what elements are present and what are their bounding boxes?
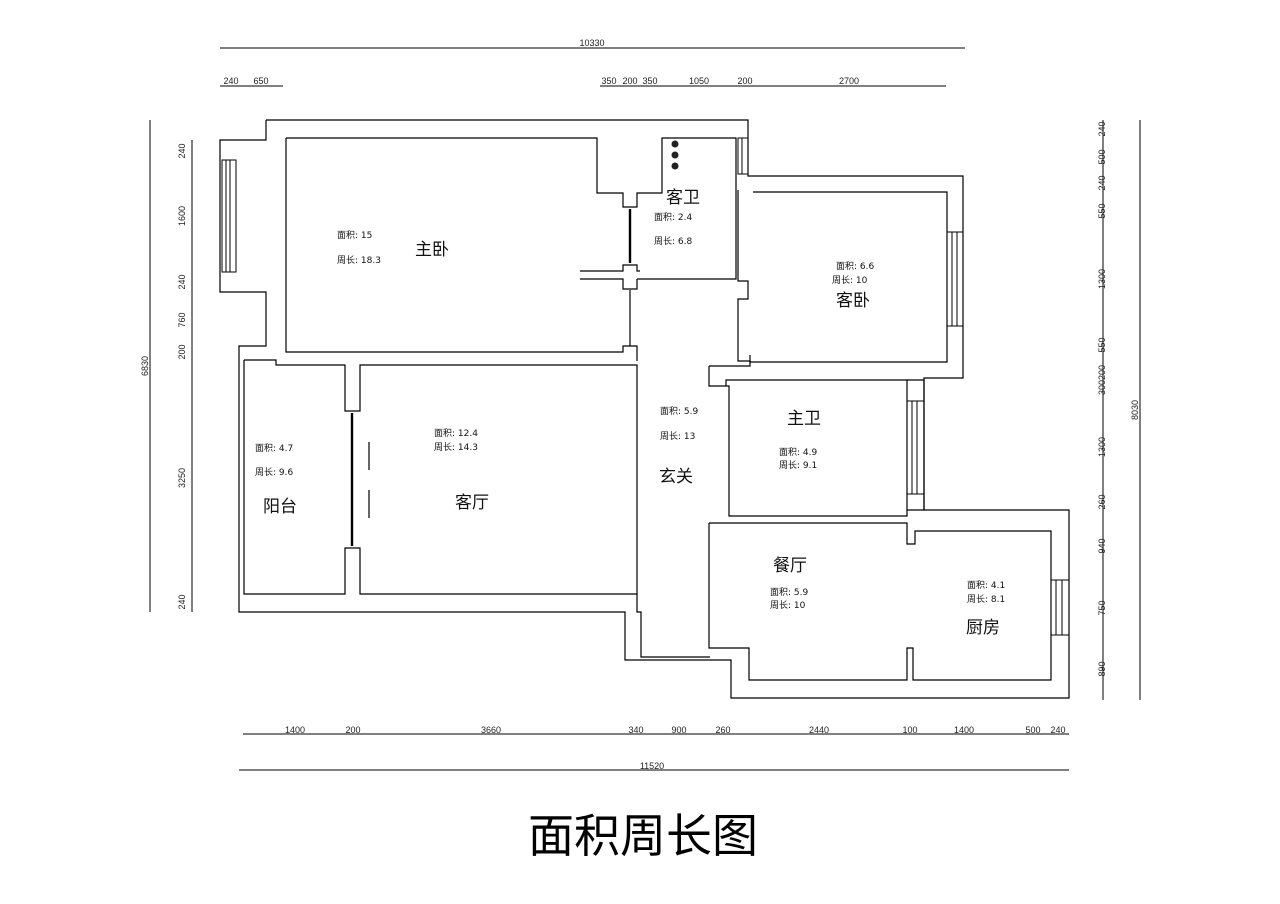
dim-right-segment: 260 [1097, 494, 1107, 509]
room-living-room: 面积: 12.4 周长: 14.3 客厅 [434, 427, 489, 513]
dim-top-segment: 240 [223, 76, 238, 86]
dim-right-segment: 550 [1097, 203, 1107, 218]
dim-bottom-segment: 500 [1025, 725, 1040, 735]
dim-left-segment: 3250 [177, 468, 187, 488]
room-master-bedroom: 面积: 15 周长: 18.3 主卧 [337, 229, 449, 266]
room-guest-bathroom: 客卫 面积: 2.4 周长: 6.8 [654, 188, 700, 247]
room-master-bathroom: 主卫 面积: 4.9 周长: 9.1 [779, 409, 821, 471]
dim-top-segment: 200 [737, 76, 752, 86]
room-perimeter: 周长: 10 [770, 599, 806, 611]
dim-top-segment: 350 [601, 76, 616, 86]
room-area: 面积: 4.1 [967, 579, 1005, 591]
dim-top-segment: 1050 [689, 76, 709, 86]
room-name: 厨房 [966, 618, 1000, 638]
room-perimeter: 周长: 9.1 [779, 459, 817, 471]
dim-bottom-segment: 1400 [954, 725, 974, 735]
dim-top-segment: 650 [253, 76, 268, 86]
dim-right-segment: 1300 [1097, 269, 1107, 289]
room-kitchen: 面积: 4.1 周长: 8.1 厨房 [966, 579, 1005, 638]
dim-bottom-segment: 2440 [809, 725, 829, 735]
room-perimeter: 周长: 10 [832, 274, 868, 286]
dim-bottom-segment: 200 [345, 725, 360, 735]
dim-left-total: 6830 [140, 356, 150, 376]
room-name: 客厅 [455, 493, 489, 513]
dim-bottom-segment: 900 [671, 725, 686, 735]
wall-lines [219, 119, 1070, 699]
dim-right-segment: 300200 [1097, 365, 1107, 395]
dim-left-segment: 240 [177, 274, 187, 289]
room-dining-room: 餐厅 面积: 5.9 周长: 10 [770, 556, 808, 611]
dim-bottom-segment: 1400 [285, 725, 305, 735]
room-area: 面积: 4.9 [779, 446, 817, 458]
window-marks [221, 137, 1070, 636]
dim-top-total: 10330 [579, 38, 604, 48]
dim-top-segment: 200 [622, 76, 637, 86]
room-perimeter: 周长: 9.6 [255, 466, 293, 478]
room-perimeter: 周长: 13 [660, 430, 695, 442]
room-perimeter: 周长: 6.8 [654, 235, 692, 247]
dim-bottom-segment: 100 [902, 725, 917, 735]
room-name: 主卫 [787, 409, 821, 429]
door-marks [350, 209, 632, 546]
room-area: 面积: 6.6 [836, 260, 874, 272]
room-area: 面积: 15 [337, 229, 372, 241]
dim-right-segment: 890 [1097, 661, 1107, 676]
room-area: 面积: 5.9 [770, 586, 808, 598]
dim-right-segment: 550 [1097, 337, 1107, 352]
dim-right-segment: 1300 [1097, 437, 1107, 457]
room-area: 面积: 2.4 [654, 211, 692, 223]
dim-top-segment: 350 [642, 76, 657, 86]
room-balcony: 面积: 4.7 周长: 9.6 阳台 [255, 442, 297, 517]
page-title: 面积周长图 [528, 809, 758, 863]
room-name: 主卧 [415, 240, 449, 260]
dim-bottom-segment: 240 [1050, 725, 1065, 735]
room-area: 面积: 5.9 [660, 405, 698, 417]
dim-bottom-segment: 340 [628, 725, 643, 735]
room-name: 餐厅 [773, 556, 807, 576]
room-name: 客卧 [836, 291, 870, 311]
room-perimeter: 周长: 18.3 [337, 254, 381, 266]
room-entrance: 面积: 5.9 周长: 13 玄关 [659, 405, 698, 487]
dim-bottom-segment: 3660 [481, 725, 501, 735]
room-area: 面积: 12.4 [434, 427, 478, 439]
room-guest-bedroom: 面积: 6.6 周长: 10 客卧 [832, 260, 874, 311]
dim-right-segment: 240 [1097, 121, 1107, 136]
dim-right-segment: 750 [1097, 600, 1107, 615]
dim-bottom-segment: 260 [715, 725, 730, 735]
dim-bottom-total: 11520 [640, 761, 664, 771]
dim-left-segment: 1600 [177, 206, 187, 226]
dim-left-segment: 760 [177, 312, 187, 327]
room-name: 玄关 [659, 467, 693, 487]
dim-top-segment: 2700 [839, 76, 859, 86]
toilet-fixtures [671, 140, 679, 170]
dimension-lines [149, 47, 1141, 771]
room-perimeter: 周长: 8.1 [967, 593, 1005, 605]
dim-left-segment: 240 [177, 594, 187, 609]
dimension-labels: 10330 240 650 350 200 350 1050 200 2700 … [140, 38, 1140, 771]
room-name: 客卫 [666, 188, 700, 208]
dim-right-segment: 240 [1097, 175, 1107, 190]
dim-right-total: 8030 [1130, 400, 1140, 420]
dim-right-segment: 500 [1097, 149, 1107, 164]
dim-left-segment: 200 [177, 344, 187, 359]
dim-left-segment: 240 [177, 143, 187, 158]
room-perimeter: 周长: 14.3 [434, 441, 478, 453]
dim-right-segment: 940 [1097, 538, 1107, 553]
room-name: 阳台 [263, 497, 297, 517]
room-area: 面积: 4.7 [255, 442, 293, 454]
